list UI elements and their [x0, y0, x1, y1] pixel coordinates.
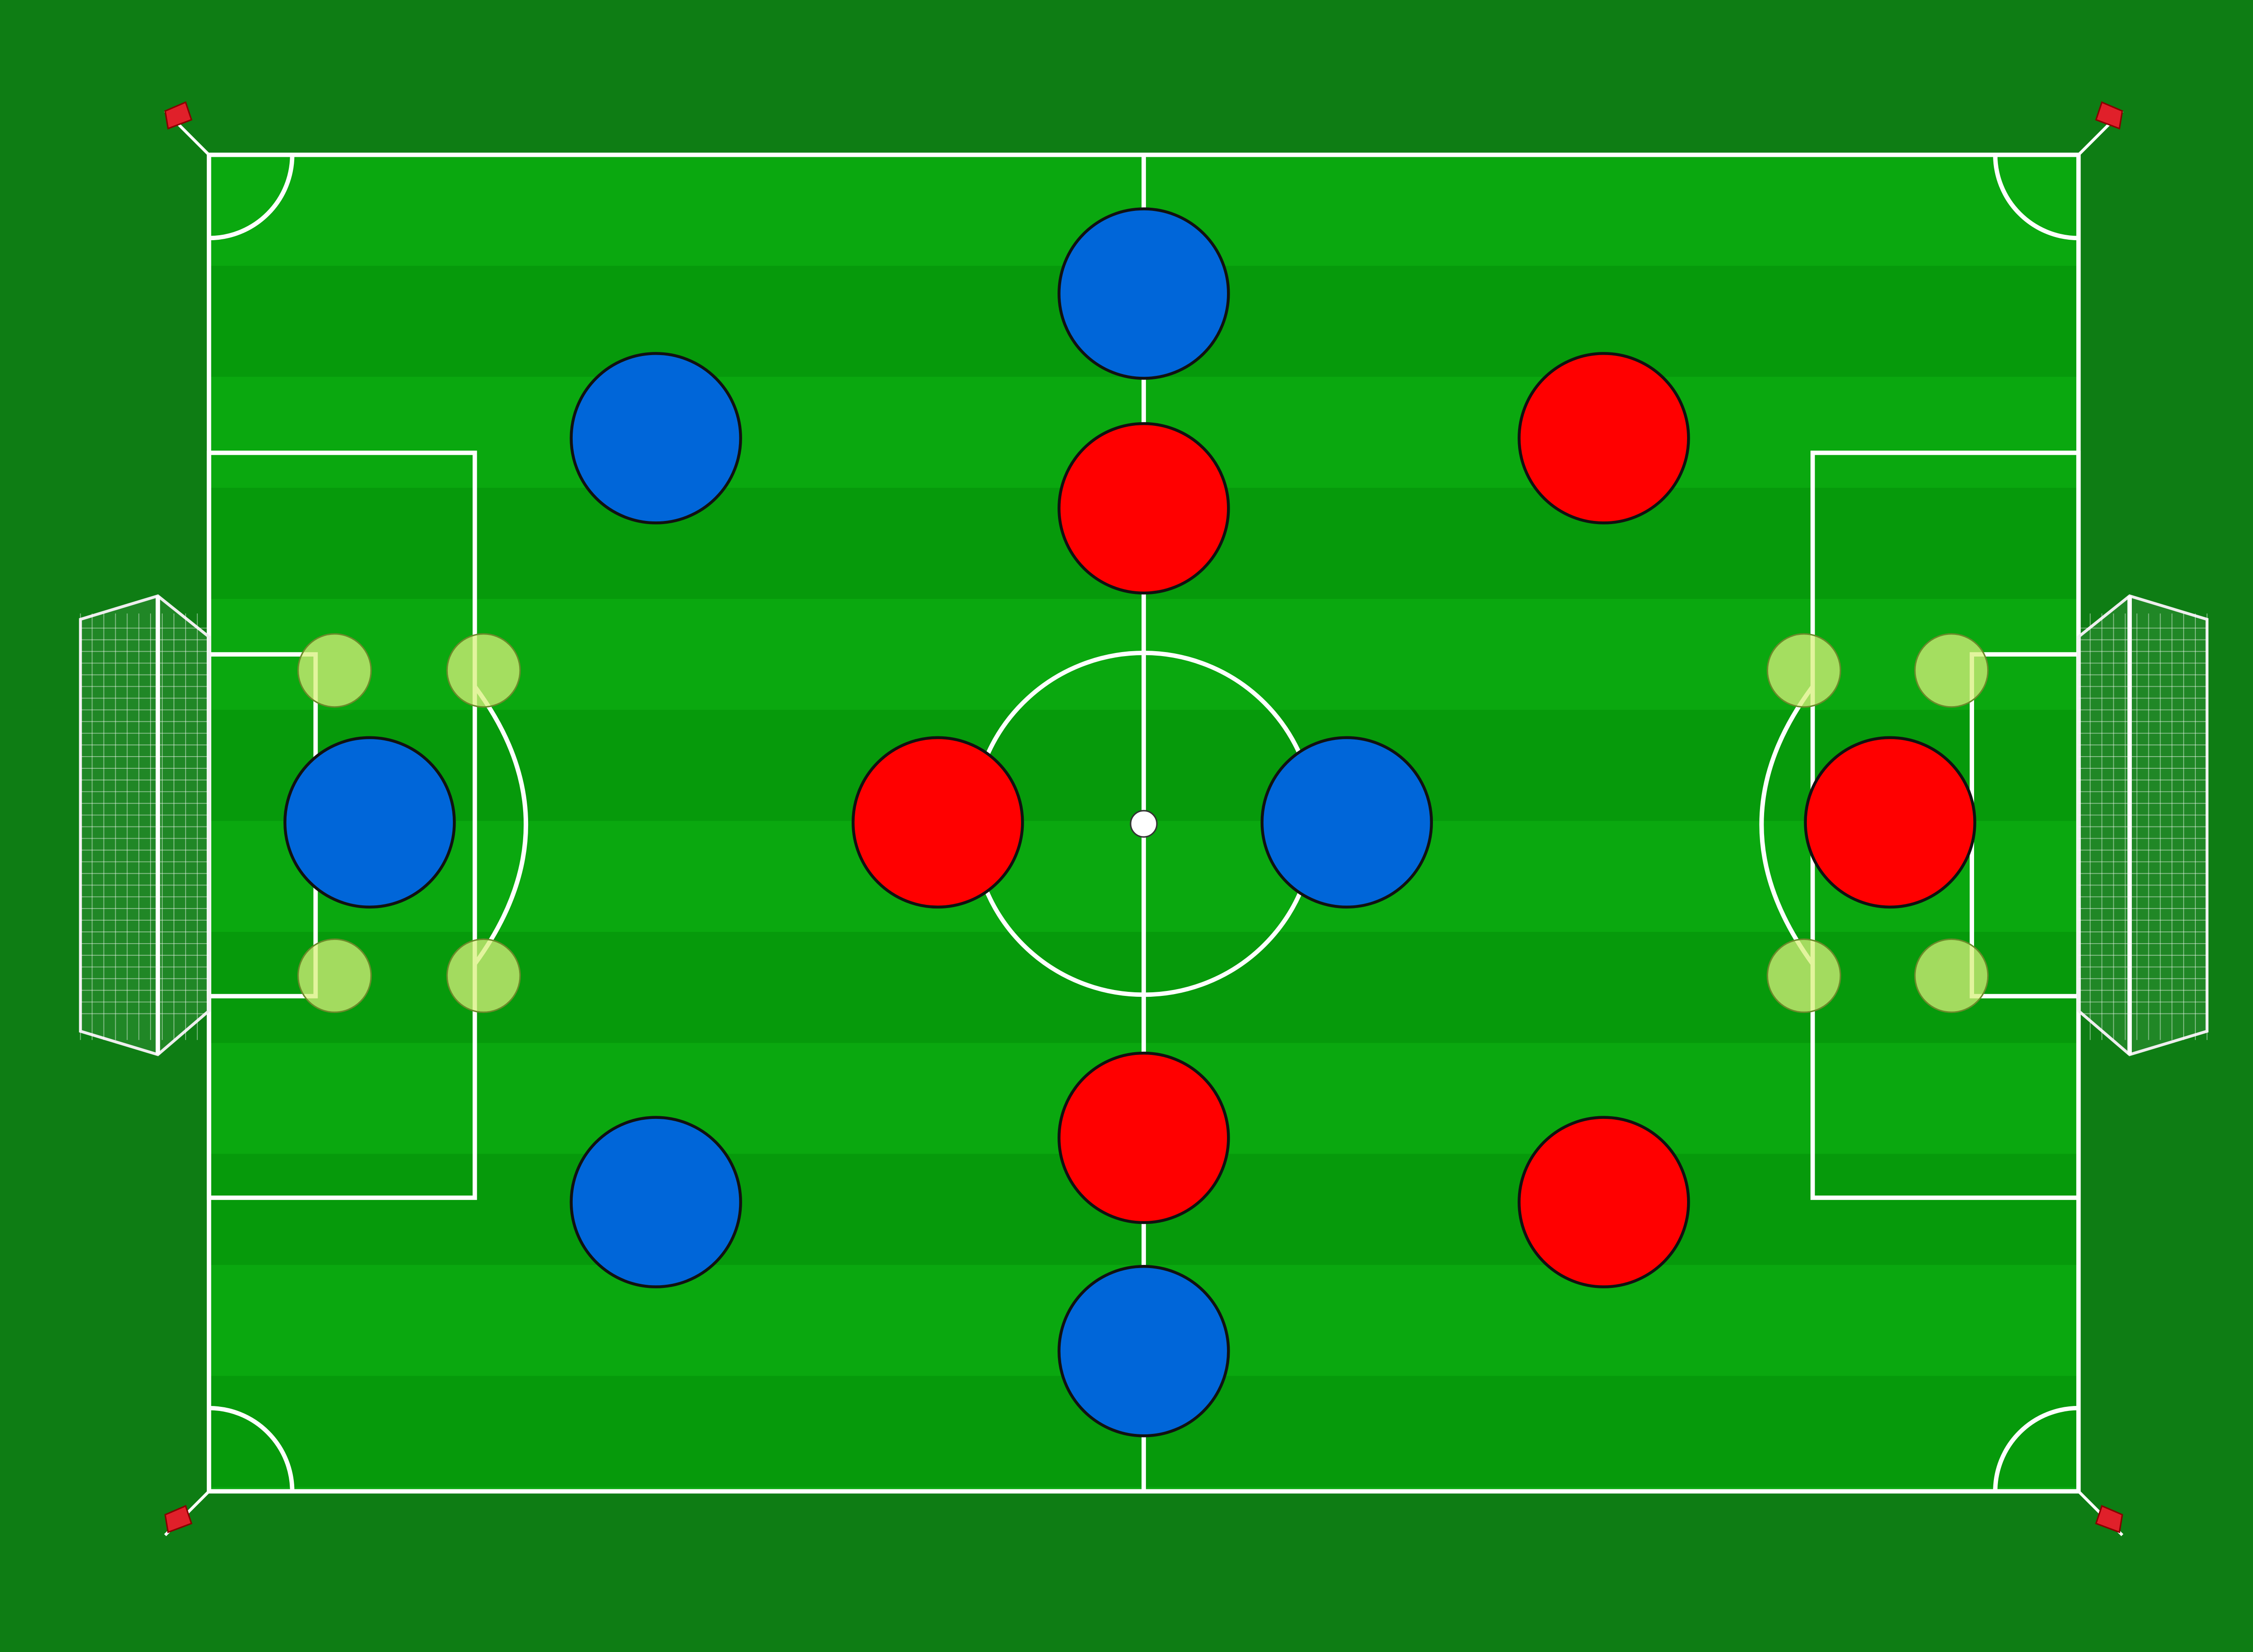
- red-player: [1518, 352, 1690, 525]
- corner-arc-bottom-right: [1993, 1406, 2079, 1492]
- red-player: [851, 736, 1024, 909]
- red-player: [1804, 736, 1976, 909]
- red-player: [1058, 422, 1230, 595]
- training-marker: [446, 633, 521, 708]
- training-marker: [1914, 633, 1989, 708]
- corner-flag: [164, 1490, 210, 1536]
- right-goal-net: [2077, 594, 2209, 1056]
- red-player: [1518, 1116, 1690, 1288]
- blue-player: [1058, 207, 1230, 380]
- blue-player: [283, 736, 456, 909]
- training-marker: [297, 938, 372, 1013]
- corner-flag: [164, 101, 210, 156]
- right-penalty-arc: [1759, 685, 1815, 966]
- left-goal-net: [79, 594, 211, 1056]
- red-player: [1058, 1051, 1230, 1224]
- training-marker: [1766, 633, 1842, 708]
- training-marker: [446, 938, 521, 1013]
- training-marker: [1914, 938, 1989, 1013]
- flag-icon: [2095, 1505, 2123, 1533]
- blue-player: [1260, 736, 1433, 909]
- blue-player: [1058, 1265, 1230, 1438]
- corner-arc-bottom-left: [209, 1406, 295, 1492]
- goal-frame: [2077, 594, 2209, 1056]
- corner-flag: [2077, 1490, 2124, 1536]
- left-penalty-arc: [473, 685, 528, 966]
- corner-arc-top-left: [209, 155, 295, 241]
- blue-player: [570, 1116, 742, 1288]
- center-spot: [1130, 810, 1158, 838]
- goal-frame: [79, 594, 211, 1056]
- corner-arc-top-right: [1993, 155, 2079, 241]
- blue-player: [570, 352, 742, 525]
- training-marker: [297, 633, 372, 708]
- flag-icon: [2095, 101, 2123, 130]
- training-marker: [1766, 938, 1842, 1013]
- flag-icon: [164, 101, 192, 130]
- flag-icon: [164, 1505, 192, 1533]
- corner-flag: [2077, 101, 2124, 156]
